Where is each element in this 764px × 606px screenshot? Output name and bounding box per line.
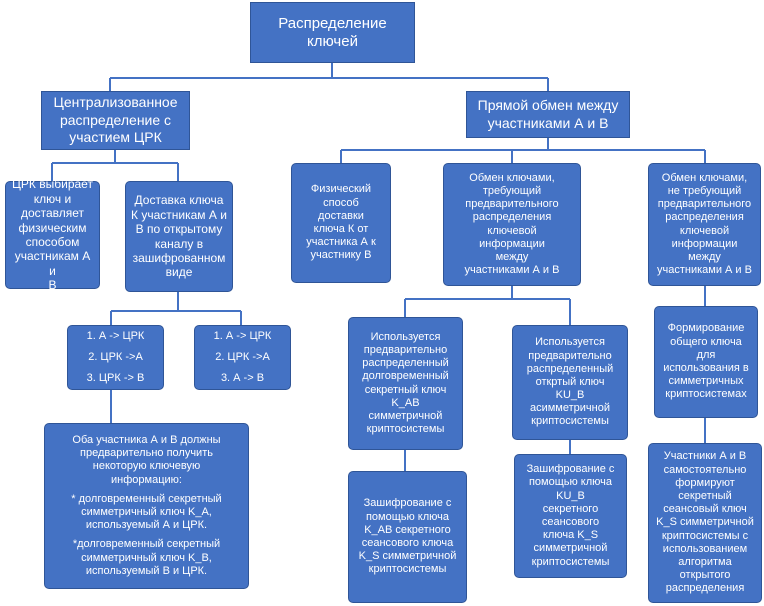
scheme-1-step: 2. ЦРК ->А <box>88 350 143 363</box>
scheme-1-node: 1. А -> ЦРК 2. ЦРК ->А 3. ЦРК -> В <box>67 325 164 390</box>
encrypted-delivery-label: Доставка ключа К участникам А и В по отк… <box>131 193 227 280</box>
root-label: Распределение ключей <box>278 14 387 50</box>
direct-exchange-label: Прямой обмен между участниками А и В <box>477 97 619 131</box>
direct-exchange-node: Прямой обмен между участниками А и В <box>466 91 630 138</box>
root-node: Распределение ключей <box>250 2 415 63</box>
public-key-label: Используется предварительно распределенн… <box>526 336 614 428</box>
public-distribution-label: Участники А и В самостоятельно формируют… <box>656 450 754 595</box>
key-info-node: Оба участника А и В должны предварительн… <box>44 423 249 589</box>
no-predistribution-exchange-node: Обмен ключами, не требующий предваритель… <box>648 163 761 286</box>
scheme-1-step: 3. ЦРК -> В <box>86 372 145 385</box>
physical-delivery-crk-label: ЦРК выбирает ключ и доставляет физически… <box>12 177 93 293</box>
public-distribution-node: Участники А и В самостоятельно формируют… <box>648 443 762 603</box>
physical-delivery-crk-node: ЦРК выбирает ключ и доставляет физически… <box>5 177 100 292</box>
scheme-2-node: 1. А -> ЦРК 2. ЦРК ->А 3. А -> В <box>194 325 291 390</box>
connector-root-bus <box>109 63 549 91</box>
key-info-item-kb: *долговременный секретный симметричный к… <box>72 538 221 577</box>
encrypted-delivery-node: Доставка ключа К участникам А и В по отк… <box>125 181 233 292</box>
public-key-node: Используется предварительно распределенн… <box>512 325 628 440</box>
direct-physical-delivery-node: Физический способ доставки ключа К от уч… <box>291 163 391 283</box>
longterm-secret-key-label: Используется предварительно распределенн… <box>362 330 449 436</box>
public-key-encryption-label: Зашифрование с помощью ключа KU_B секрет… <box>526 463 615 568</box>
no-predistribution-exchange-label: Обмен ключами, не требующий предваритель… <box>657 171 752 277</box>
scheme-2-step: 1. А -> ЦРК <box>213 329 272 342</box>
public-key-encryption-node: Зашифрование с помощью ключа KU_B секрет… <box>514 454 627 578</box>
key-info-item-ka: * долговременный секретный симметричный … <box>71 492 222 532</box>
key-info-intro: Оба участника А и В должны предварительн… <box>72 434 221 486</box>
connector-encrypted-bus <box>110 292 242 325</box>
scheme-2-step: 2. ЦРК ->А <box>215 350 270 363</box>
connector-centralized-bus <box>51 150 179 181</box>
scheme-1-step: 1. А -> ЦРК <box>86 329 145 342</box>
shared-key-formation-node: Формирование общего ключа для использова… <box>654 306 758 418</box>
predistribution-exchange-label: Обмен ключами, требующий предварительног… <box>464 171 560 277</box>
scheme-2-step: 3. А -> В <box>220 372 265 385</box>
centralized-distribution-label: Централизованное распределение с участие… <box>53 94 178 146</box>
shared-key-formation-label: Формирование общего ключа для использова… <box>663 322 749 401</box>
longterm-key-encryption-node: Зашифрование с помощью ключа K_AB секрет… <box>348 471 467 603</box>
direct-physical-delivery-label: Физический способ доставки ключа К от уч… <box>306 183 376 262</box>
longterm-secret-key-node: Используется предварительно распределенн… <box>348 317 463 450</box>
longterm-key-encryption-label: Зашифрование с помощью ключа K_AB секрет… <box>358 497 457 576</box>
connector-predist-bus <box>404 286 571 325</box>
connector-direct-bus <box>340 138 706 163</box>
predistribution-exchange-node: Обмен ключами, требующий предварительног… <box>443 163 581 286</box>
centralized-distribution-node: Централизованное распределение с участие… <box>41 91 190 150</box>
